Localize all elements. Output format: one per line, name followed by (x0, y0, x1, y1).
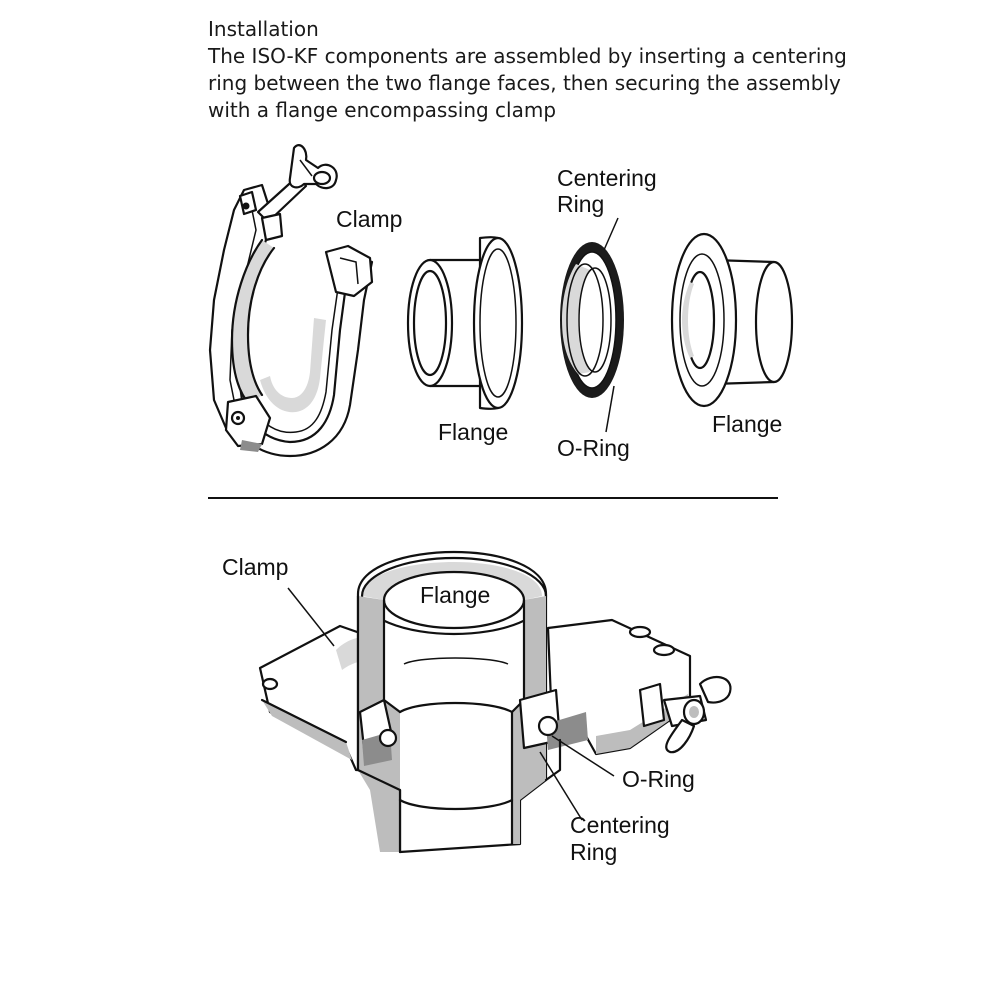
leader-centering-ring-bottom (539, 751, 583, 821)
label-centering-ring-bottom-line-1: Centering (570, 812, 670, 838)
installation-line-2: ring between the two flange faces, then … (208, 71, 841, 95)
label-flange-right: Flange (712, 411, 782, 437)
installation-text: Installation The ISO-KF components are a… (208, 16, 888, 124)
flange-right-drawing (670, 232, 794, 408)
label-o-ring-bottom: O-Ring (622, 766, 695, 792)
label-o-ring-top: O-Ring (557, 435, 630, 461)
installation-heading: Installation (208, 17, 319, 41)
label-clamp-top: Clamp (336, 206, 402, 232)
installation-line-1: The ISO-KF components are assembled by i… (208, 44, 847, 68)
leader-clamp (287, 587, 335, 647)
label-clamp-bottom: Clamp (222, 554, 288, 580)
assembled-clamp-drawing (258, 618, 732, 772)
leader-o-ring (605, 385, 615, 433)
assembled-flange-drawing (356, 550, 588, 854)
assembled-view: Clamp Flange O-Ring Centering Ring (222, 550, 732, 865)
label-centering-ring-line-1: Centering (557, 165, 657, 191)
centering-ring-drawing (560, 242, 624, 398)
installation-line-3: with a flange encompassing clamp (208, 98, 557, 122)
flange-left-drawing (406, 236, 524, 410)
label-flange-bottom: Flange (420, 582, 490, 608)
exploded-view: Clamp Flange Centering Ring O-Ring Flang… (208, 144, 794, 461)
label-flange-left: Flange (438, 419, 508, 445)
label-centering-ring-line-2: Ring (557, 191, 604, 217)
leader-o-ring-bottom (551, 735, 615, 777)
label-centering-ring-bottom-line-2: Ring (570, 839, 617, 865)
clamp-drawing (208, 144, 374, 458)
leader-centering-ring (603, 217, 619, 251)
